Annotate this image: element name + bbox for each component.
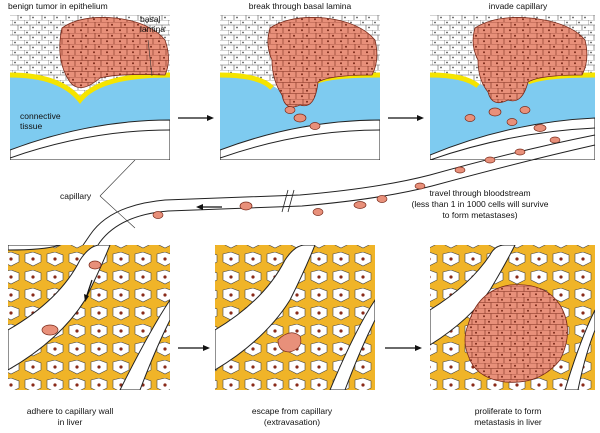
label-benign-tumor: benign tumor in epithelium (8, 1, 108, 11)
label-adhere: adhere to capillary wall (27, 406, 114, 416)
panel-adhere (8, 245, 170, 390)
flow-arrow (196, 204, 222, 210)
panel-proliferate (430, 245, 595, 390)
capillary-leader-line (99, 195, 136, 229)
step-arrow-2 (388, 115, 424, 121)
label-break-through: break through basal lamina (249, 1, 352, 11)
label-proliferate-2: metastasis in liver (474, 417, 542, 427)
panel-break-through (220, 15, 380, 160)
step-arrow-3 (178, 345, 210, 351)
label-invade: invade capillary (489, 1, 548, 11)
circulating-tumor-cell (152, 148, 526, 219)
label-travel-3: to form metastases) (442, 210, 517, 220)
label-basal-lamina-2: lamina (140, 24, 165, 34)
basal-lamina-leader-line (147, 39, 153, 77)
label-connective-tissue: connective (20, 111, 61, 121)
flow-arrow-down (84, 279, 93, 302)
label-travel-2: (less than 1 in 1000 cells will survive (411, 199, 548, 209)
label-connective-tissue-2: tissue (20, 121, 42, 131)
label-escape: escape from capillary (252, 406, 333, 416)
label-capillary: capillary (60, 191, 92, 201)
step-arrow-4 (385, 345, 422, 351)
label-basal-lamina: basal (140, 14, 160, 24)
label-escape-2: (extravasation) (264, 417, 320, 427)
panel-escape (215, 245, 375, 390)
step-arrow-1 (178, 115, 214, 121)
label-adhere-2: in liver (58, 417, 83, 427)
label-travel: travel through bloodstream (429, 188, 530, 198)
capillary-leader-line-2 (99, 159, 136, 197)
panel-benign-tumor (10, 15, 170, 160)
label-proliferate: proliferate to form (475, 406, 542, 416)
panel-invade (430, 15, 595, 160)
